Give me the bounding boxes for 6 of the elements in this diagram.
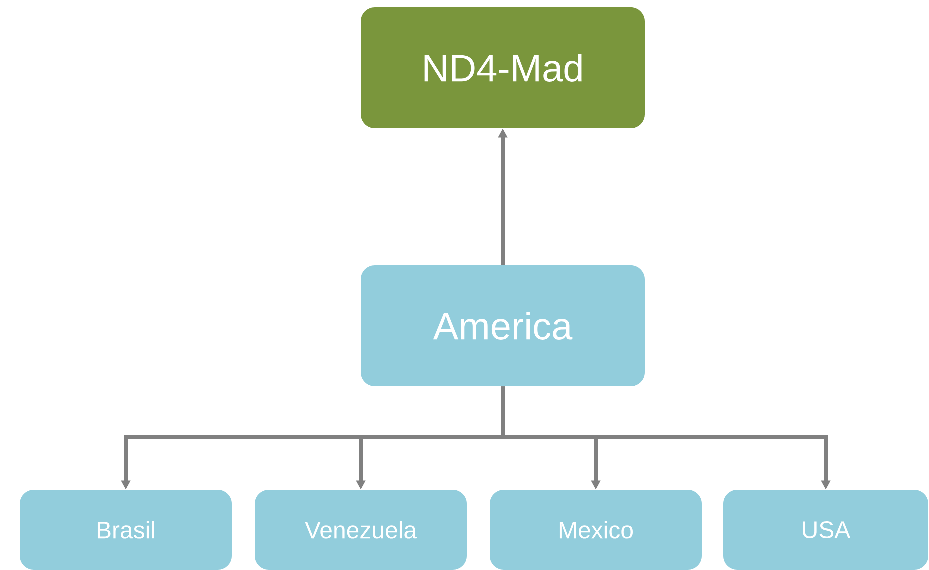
- root-box: ND4-Mad: [361, 8, 645, 128]
- country-box: USA: [724, 490, 928, 570]
- region-box: America: [361, 266, 645, 386]
- country-box: Venezuela: [255, 490, 467, 570]
- country-box: Brasil: [20, 490, 232, 570]
- country-box: Mexico: [490, 490, 702, 570]
